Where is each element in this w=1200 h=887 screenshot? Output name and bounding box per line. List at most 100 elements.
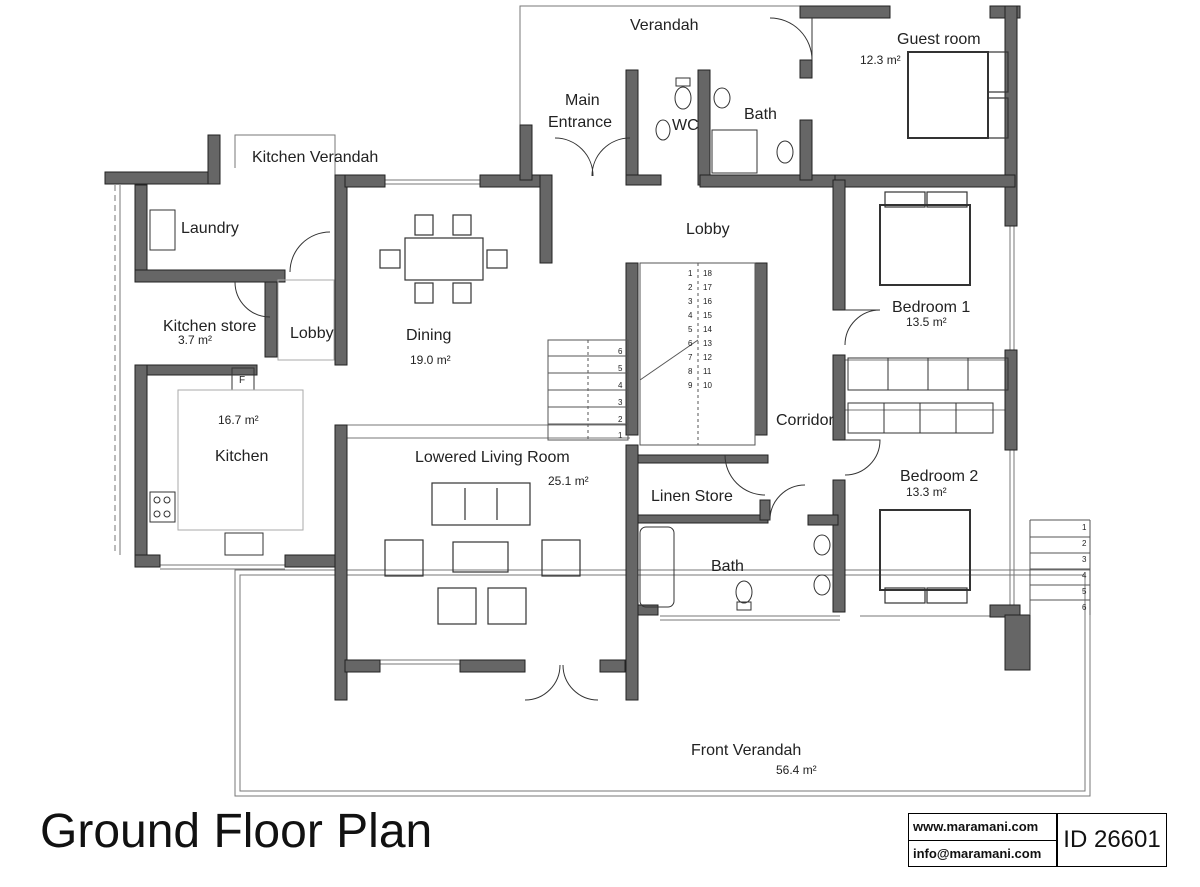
- label-dining: Dining: [406, 327, 451, 344]
- label-bedroom-2-area: 13.3 m²: [906, 485, 947, 499]
- front-verandah-outline: [234, 569, 1091, 797]
- svg-text:15: 15: [703, 311, 712, 320]
- label-bedroom-1: Bedroom 1: [892, 299, 970, 316]
- bed-1: [879, 204, 971, 286]
- chair: [414, 282, 434, 304]
- label-wc: WC: [672, 117, 699, 134]
- floor-plan: 6 5 4 3 2 1 18 17 16 15 14 13 12 11 10 1…: [104, 5, 1091, 797]
- kitchen-tile-area: [177, 389, 304, 531]
- svg-text:13: 13: [703, 339, 712, 348]
- bedroom1-door: [844, 309, 881, 346]
- svg-text:3: 3: [688, 297, 693, 306]
- label-bath-bottom: Bath: [711, 558, 744, 575]
- svg-text:5: 5: [618, 364, 623, 373]
- bath-fixtures: [639, 77, 831, 611]
- wardrobes: [847, 357, 1009, 434]
- svg-text:1: 1: [1082, 523, 1087, 532]
- lobby-tile-area: [277, 279, 335, 361]
- linen-door: [724, 454, 766, 496]
- label-kitchen-area: 16.7 m²: [218, 413, 259, 427]
- armchair: [487, 587, 527, 625]
- shower-tray: [711, 129, 758, 174]
- kitchen-fixtures: [149, 209, 335, 556]
- stove: [149, 491, 176, 523]
- svg-text:12: 12: [703, 353, 712, 362]
- svg-text:10: 10: [703, 381, 712, 390]
- svg-text:4: 4: [688, 311, 693, 320]
- label-guest-room: Guest room: [897, 31, 981, 48]
- kitchen-verandah-outline: [234, 134, 336, 180]
- svg-text:6: 6: [1082, 603, 1087, 612]
- kitchen-sink: [224, 532, 264, 556]
- room-labels: Verandah Guest room 12.3 m² Main Entranc…: [163, 17, 981, 777]
- guest-bed: [907, 51, 989, 139]
- toilet: [735, 580, 753, 604]
- beds: [879, 51, 1009, 604]
- svg-text:1: 1: [688, 269, 693, 278]
- chair: [452, 282, 472, 304]
- basin: [813, 574, 831, 596]
- svg-text:18: 18: [703, 269, 712, 278]
- label-lowered-living: Lowered Living Room: [415, 449, 570, 466]
- dining-table-set: [379, 214, 508, 304]
- svg-text:7: 7: [688, 353, 693, 362]
- svg-text:4: 4: [618, 381, 623, 390]
- basin: [713, 87, 731, 109]
- armchair: [384, 539, 424, 577]
- svg-text:6: 6: [618, 347, 623, 356]
- website-text: www.maramani.com: [913, 819, 1039, 834]
- armchair: [437, 587, 477, 625]
- lobby-door: [234, 281, 271, 318]
- label-main-entrance: Main: [565, 92, 600, 109]
- svg-text:17: 17: [703, 283, 712, 292]
- label-verandah: Verandah: [630, 17, 699, 34]
- stair-numbers: 6 5 4 3 2 1 18 17 16 15 14 13 12 11 10 1…: [618, 269, 1087, 612]
- label-living-area: 25.1 m²: [548, 474, 589, 488]
- label-corridor: Corridor: [776, 412, 834, 429]
- label-dining-area: 19.0 m²: [410, 353, 451, 367]
- label-main-entrance-2: Entrance: [548, 114, 612, 131]
- basin: [813, 534, 831, 556]
- svg-text:2: 2: [688, 283, 693, 292]
- svg-text:6: 6: [688, 339, 693, 348]
- living-furniture: [384, 482, 581, 625]
- svg-text:1: 1: [618, 431, 623, 440]
- label-front-verandah: Front Verandah: [691, 742, 801, 759]
- label-lobby-top: Lobby: [686, 221, 730, 238]
- svg-text:5: 5: [688, 325, 693, 334]
- chair: [486, 249, 508, 269]
- bedroom2-door: [844, 439, 881, 476]
- label-laundry: Laundry: [181, 220, 239, 237]
- stairs: [547, 262, 1091, 615]
- svg-text:11: 11: [703, 367, 712, 376]
- svg-text:3: 3: [618, 398, 623, 407]
- label-kitchen-verandah: Kitchen Verandah: [252, 149, 378, 166]
- plan-id: ID 26601: [1057, 813, 1167, 867]
- bathtub: [639, 526, 675, 608]
- label-kitchen-store: Kitchen store: [163, 318, 256, 335]
- svg-text:2: 2: [618, 415, 623, 424]
- label-front-verandah-area: 56.4 m²: [776, 763, 817, 777]
- kitchen-door: [289, 231, 331, 273]
- svg-text:14: 14: [703, 325, 712, 334]
- svg-text:16: 16: [703, 297, 712, 306]
- bed-2: [879, 509, 971, 591]
- guest-door: [769, 17, 813, 61]
- thin-lines: [114, 5, 1091, 797]
- svg-text:2: 2: [1082, 539, 1087, 548]
- doors: [234, 17, 881, 701]
- label-bath-top: Bath: [744, 106, 777, 123]
- svg-text:4: 4: [1082, 571, 1087, 580]
- label-linen-store: Linen Store: [651, 488, 733, 505]
- plan-title: Ground Floor Plan: [40, 805, 433, 858]
- armchair: [541, 539, 581, 577]
- dining-table: [404, 237, 484, 281]
- svg-text:9: 9: [688, 381, 693, 390]
- label-bedroom-1-area: 13.5 m²: [906, 315, 947, 329]
- contact-box: www.maramani.com info@maramani.com: [908, 813, 1057, 867]
- sofa: [431, 482, 531, 526]
- chair: [414, 214, 434, 236]
- toilet: [776, 140, 794, 164]
- coffee-table: [452, 541, 509, 573]
- walls: [104, 5, 1031, 701]
